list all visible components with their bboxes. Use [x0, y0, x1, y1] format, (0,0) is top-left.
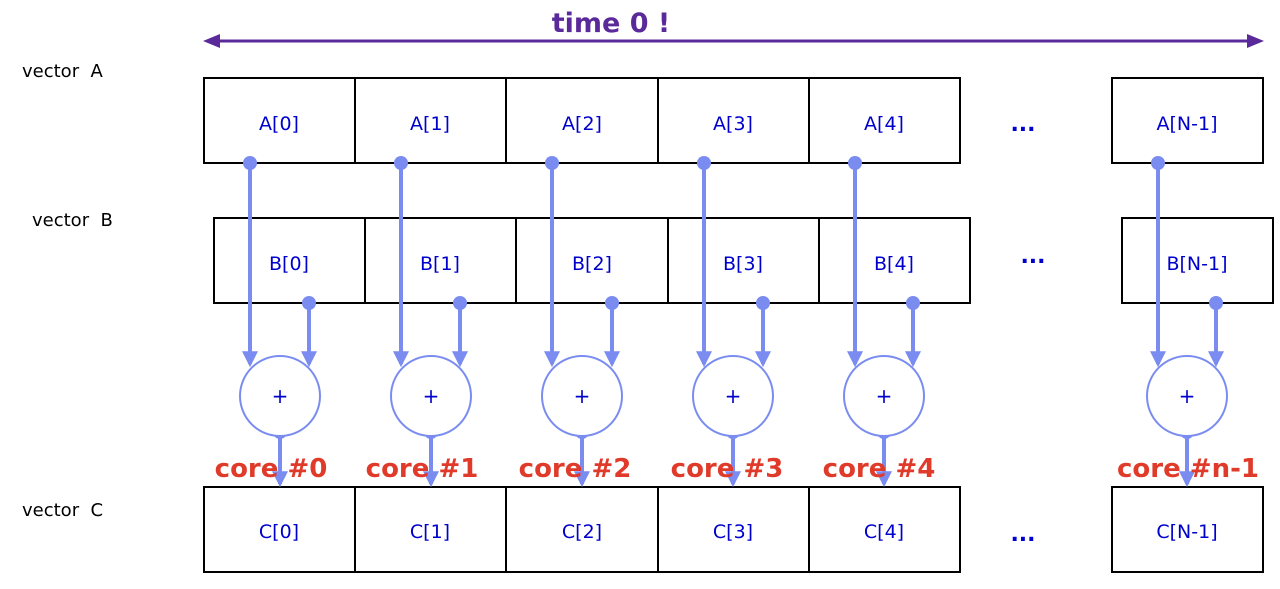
vector-c-row: C[0] C[1] C[2] C[3] C[4] C[N-1] ...	[203, 486, 1264, 573]
time-title: time 0 !	[552, 8, 671, 39]
a-tap-dot	[697, 156, 711, 170]
a-tap-dot	[394, 156, 408, 170]
plus-symbol: +	[574, 384, 591, 408]
core-labels: core #0 core #1 core #2 core #3 core #4 …	[215, 454, 1259, 484]
plus-symbol: +	[423, 384, 440, 408]
vector-c-cell-label: C[1]	[410, 521, 450, 543]
adder-circle	[541, 355, 623, 437]
plus-symbol: +	[876, 384, 893, 408]
vector-b-cell	[667, 217, 820, 304]
vector-c-cell-label: C[4]	[864, 521, 904, 543]
vector-c-cell-label: C[2]	[562, 521, 602, 543]
vector-b-cell-label: B[4]	[874, 253, 914, 275]
core-label: core #1	[366, 454, 479, 484]
vector-a-cell-label: A[4]	[864, 113, 904, 135]
vector-b-cell	[818, 217, 971, 304]
core-label: core #4	[823, 454, 936, 484]
vector-b-cell-label: B[2]	[572, 253, 612, 275]
vector-a-cell	[808, 77, 961, 164]
vector-c-cell	[657, 486, 810, 573]
vector-a-row: A[0] A[1] A[2] A[3] A[4] A[N-1] ...	[203, 77, 1264, 164]
vector-a-cell	[505, 77, 659, 164]
vector-a-ellipsis: ...	[1010, 112, 1035, 137]
vector-b-cell	[515, 217, 669, 304]
a-tap-dot	[243, 156, 257, 170]
adder-circle	[843, 355, 925, 437]
vector-c-cell	[808, 486, 961, 573]
b-tap-dot	[453, 296, 467, 310]
core-label: core #n-1	[1117, 454, 1259, 484]
vector-c-cell	[354, 486, 507, 573]
adders: + + + + + +	[239, 355, 1228, 437]
vector-a-cell	[1111, 77, 1264, 164]
vector-c-cell	[505, 486, 659, 573]
vector-c-label: vector C	[22, 500, 103, 521]
vector-b-cell-label: B[0]	[269, 253, 309, 275]
vector-a-cell-label: A[2]	[562, 113, 602, 135]
core-label: core #2	[519, 454, 632, 484]
vector-c-cell	[1111, 486, 1264, 573]
lane-0-connectors	[242, 156, 317, 488]
vector-a-cell-label: A[N-1]	[1157, 113, 1218, 135]
b-tap-dot	[756, 296, 770, 310]
adder-circle	[692, 355, 774, 437]
a-tap-dot	[545, 156, 559, 170]
vector-c-cell-label: C[3]	[713, 521, 753, 543]
vector-b-cell-label: B[1]	[420, 253, 460, 275]
vector-b-cell-label: B[N-1]	[1166, 253, 1227, 275]
a-tap-dot	[1151, 156, 1165, 170]
plus-symbol: +	[272, 384, 289, 408]
plus-symbol: +	[725, 384, 742, 408]
vector-a-cell-label: A[0]	[259, 113, 299, 135]
b-tap-dot	[302, 296, 316, 310]
vector-b-ellipsis: ...	[1020, 244, 1045, 269]
b-tap-dot	[1209, 296, 1223, 310]
vector-c-cell	[203, 486, 356, 573]
adder-circle	[239, 355, 321, 437]
vector-c-cell-label: C[N-1]	[1156, 521, 1217, 543]
vector-b-label: vector B	[32, 210, 113, 231]
a-tap-dot	[848, 156, 862, 170]
adder-circle	[1146, 355, 1228, 437]
vector-b-cell-label: B[3]	[723, 253, 763, 275]
vector-a-cell-label: A[1]	[410, 113, 450, 135]
vector-c-cell-label: C[0]	[259, 521, 299, 543]
core-label: core #3	[671, 454, 784, 484]
plus-symbol: +	[1179, 384, 1196, 408]
adder-circle	[390, 355, 472, 437]
vector-a-cell	[354, 77, 507, 164]
b-tap-dot	[906, 296, 920, 310]
vector-b-row: B[0] B[1] B[2] B[3] B[4] B[N-1] ...	[213, 217, 1274, 304]
vector-a-cell-label: A[3]	[713, 113, 753, 135]
vector-c-ellipsis: ...	[1010, 522, 1035, 547]
time-arrow	[203, 34, 1264, 48]
b-tap-dot	[605, 296, 619, 310]
core-label: core #0	[215, 454, 328, 484]
vector-b-cell	[1121, 217, 1274, 304]
vector-a-label: vector A	[22, 61, 104, 82]
